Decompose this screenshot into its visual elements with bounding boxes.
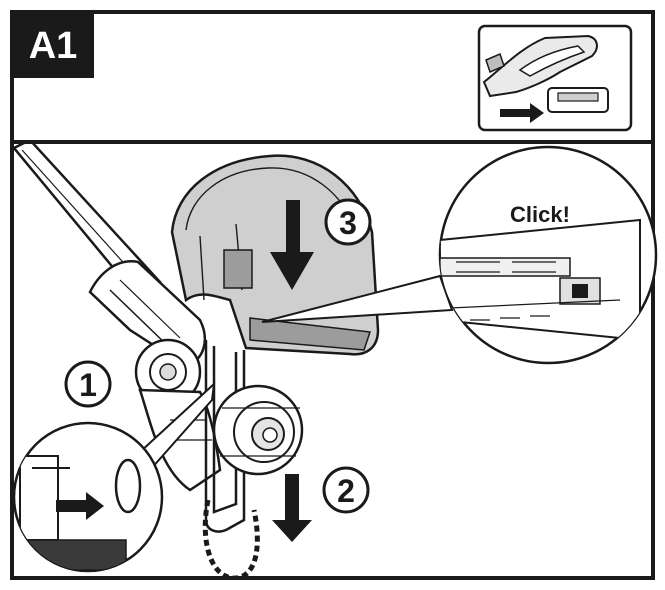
battery-insert-icon [477, 24, 633, 132]
arrow-down-icon [272, 474, 312, 542]
panel-label-bg [12, 12, 94, 78]
step-badge-1: 1 [64, 360, 112, 408]
click-detail-zoom: Click! [438, 145, 658, 365]
step-badge-3: 3 [324, 198, 372, 246]
step-number-2: 2 [337, 473, 355, 509]
line-spool [212, 384, 304, 476]
step-number-3: 3 [339, 205, 357, 241]
step-badge-2: 2 [322, 466, 370, 514]
outer-frame [10, 10, 655, 580]
step-number-1: 1 [79, 367, 97, 403]
arrow-right-icon [56, 492, 104, 520]
click-label: Click! [510, 202, 570, 227]
latch-detail-zoom [12, 421, 164, 573]
panel-label: A1 [29, 25, 78, 67]
bail-chain [202, 499, 260, 580]
